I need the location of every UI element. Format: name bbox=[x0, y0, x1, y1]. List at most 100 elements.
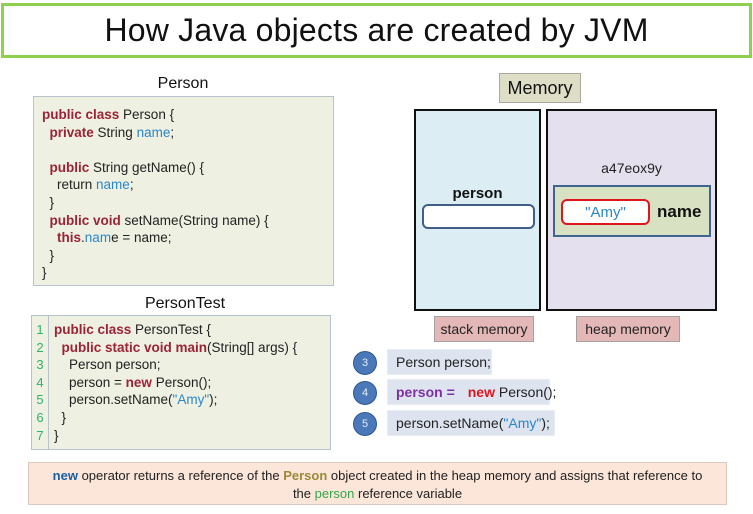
code-token: Person person; bbox=[54, 357, 161, 373]
code-token: public class bbox=[42, 107, 124, 122]
step-token: ); bbox=[541, 415, 550, 431]
code-token bbox=[42, 160, 50, 175]
person-class-caption: Person bbox=[157, 75, 209, 92]
code-line: this.name = name; bbox=[42, 229, 333, 247]
heap-memory-label-text: heap memory bbox=[585, 321, 671, 337]
step-token: Person person; bbox=[396, 354, 491, 370]
code-token bbox=[42, 125, 50, 140]
code-token: String getName() { bbox=[93, 159, 205, 175]
heap-memory-area: a47eox9y "Amy" name bbox=[546, 109, 717, 311]
line-number: 4 bbox=[36, 374, 44, 390]
step-3-badge: 3 bbox=[353, 351, 377, 375]
code-token: public class bbox=[54, 322, 136, 337]
persontest-class-caption: PersonTest bbox=[144, 295, 226, 312]
code-token: e = name; bbox=[111, 230, 172, 246]
code-token: } bbox=[42, 247, 55, 263]
stack-memory-area: person bbox=[414, 109, 541, 311]
step-4-badge: 4 bbox=[353, 381, 377, 405]
code-token: public static void main bbox=[61, 339, 208, 355]
step-token: person = bbox=[396, 384, 455, 400]
note-token: object created in the heap memory and as… bbox=[327, 468, 703, 483]
stack-variable-label: person bbox=[452, 185, 503, 202]
stack-memory-label: stack memory bbox=[434, 316, 534, 342]
code-token: } bbox=[54, 427, 59, 443]
line-number: 3 bbox=[36, 357, 44, 373]
code-token: name bbox=[96, 177, 130, 193]
field-name: name bbox=[657, 202, 702, 221]
field-value-box: "Amy" bbox=[561, 199, 650, 225]
stack-reference-slot bbox=[422, 204, 535, 229]
step-4-statement: person = new Person(); bbox=[387, 379, 556, 405]
code-token bbox=[42, 213, 50, 228]
code-line: } bbox=[42, 264, 333, 282]
line-number: 7 bbox=[36, 427, 44, 443]
memory-label-text: Memory bbox=[507, 77, 573, 98]
code-token: Person { bbox=[123, 107, 175, 122]
code-line: person = new Person(); bbox=[54, 374, 330, 392]
code-token: ; bbox=[129, 177, 134, 193]
code-token: } bbox=[42, 265, 47, 281]
code-line: public String getName() { bbox=[42, 159, 333, 177]
code-token bbox=[54, 340, 62, 355]
object-address: a47eox9y bbox=[601, 160, 662, 176]
code-line: } bbox=[54, 427, 330, 445]
line-number: 2 bbox=[36, 339, 44, 355]
memory-label: Memory bbox=[499, 73, 581, 103]
code-line: } bbox=[54, 409, 330, 427]
code-token: this bbox=[57, 230, 82, 246]
step-token: new bbox=[467, 384, 495, 400]
step-token: Person(); bbox=[494, 384, 557, 400]
diagram-title: How Java objects are created by JVM bbox=[1, 3, 752, 58]
code-line: } bbox=[42, 247, 333, 265]
code-line: public static void main(String[] args) { bbox=[54, 339, 330, 357]
code-token: person = bbox=[54, 374, 126, 390]
code-line: return name; bbox=[42, 176, 333, 194]
code-token: ; bbox=[170, 124, 175, 140]
step-number: 4 bbox=[361, 387, 369, 399]
code-token: return bbox=[42, 177, 97, 193]
step-number: 3 bbox=[361, 357, 369, 369]
code-line bbox=[42, 141, 333, 159]
code-token: ); bbox=[209, 392, 218, 408]
code-token: public void bbox=[49, 212, 125, 228]
line-number: 6 bbox=[36, 409, 44, 425]
code-token: } bbox=[42, 194, 55, 210]
code-line: } bbox=[42, 194, 333, 212]
code-token bbox=[42, 230, 57, 245]
code-token: "Amy" bbox=[172, 392, 210, 408]
code-token: . bbox=[81, 230, 85, 246]
step-5-statement: person.setName("Amy"); bbox=[387, 410, 555, 436]
step-token: person.setName( bbox=[396, 415, 504, 431]
code-token: person.setName( bbox=[54, 392, 173, 408]
person-object: "Amy" name bbox=[553, 185, 711, 237]
code-token: nam bbox=[84, 230, 112, 246]
note-token: Person bbox=[283, 468, 328, 483]
step-token: "Amy" bbox=[503, 415, 542, 431]
field-value: "Amy" bbox=[585, 203, 626, 221]
code-token: PersonTest { bbox=[135, 322, 211, 337]
note-token: reference variable bbox=[354, 486, 463, 501]
code-token: String bbox=[97, 124, 137, 140]
code-token: (String[] args) { bbox=[207, 339, 298, 355]
code-token: private bbox=[49, 124, 98, 140]
line-number: 5 bbox=[36, 392, 44, 408]
person-class-code: public class Person { private String nam… bbox=[33, 96, 334, 286]
note-token: new bbox=[52, 468, 78, 483]
note-token: the bbox=[292, 486, 315, 501]
code-token: new bbox=[125, 374, 156, 390]
code-token: } bbox=[54, 409, 67, 425]
step-number: 5 bbox=[361, 418, 369, 430]
code-token: public bbox=[49, 159, 94, 175]
code-line: public void setName(String name) { bbox=[42, 212, 333, 230]
note-token: person bbox=[314, 486, 355, 501]
code-token: setName(String name) { bbox=[124, 212, 269, 228]
code-token: Person(); bbox=[155, 374, 212, 390]
note-token: operator returns a reference of the bbox=[77, 468, 284, 483]
line-number: 1 bbox=[36, 322, 44, 337]
code-line: Person person; bbox=[54, 356, 330, 374]
step-5-badge: 5 bbox=[353, 412, 377, 436]
heap-memory-label: heap memory bbox=[576, 316, 680, 342]
code-line: public class Person { bbox=[42, 106, 333, 124]
